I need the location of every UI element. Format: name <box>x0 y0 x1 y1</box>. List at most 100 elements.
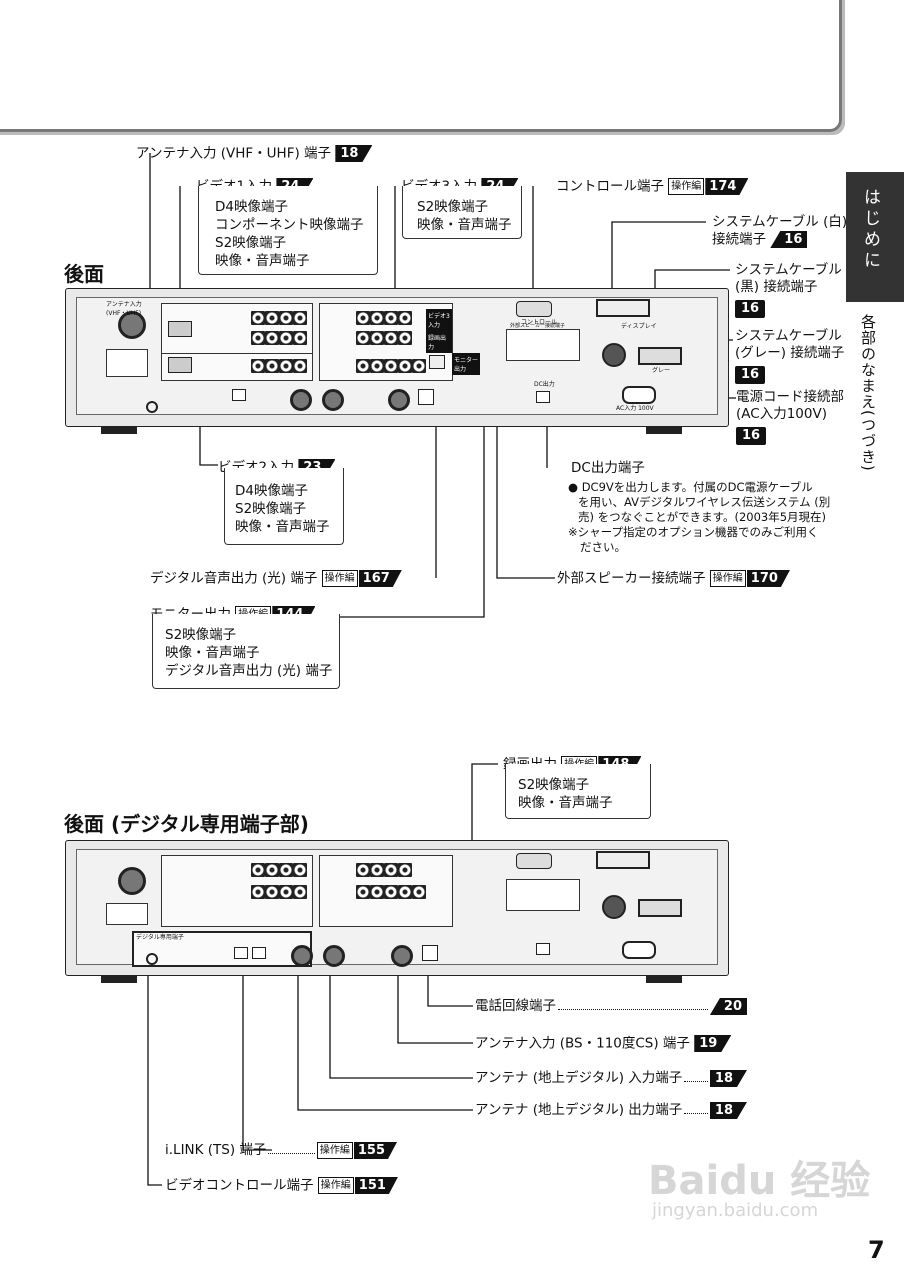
terr-in-port[interactable] <box>322 389 344 411</box>
ilink-port-3[interactable] <box>252 947 266 959</box>
foot-left <box>101 426 137 434</box>
foot-right-2 <box>646 975 682 983</box>
control-port[interactable] <box>516 301 552 317</box>
label-antenna-vhf: アンテナ入力 (VHF・UHF) 端子 18 <box>136 145 372 163</box>
terr-out-port[interactable] <box>290 389 312 411</box>
manual-tag: 操作編 <box>316 1142 353 1159</box>
page-ref: 16 <box>735 366 766 384</box>
manual-tag: 操作編 <box>321 570 358 587</box>
rca-jacks-row-d[interactable] <box>356 885 426 899</box>
bs-cs-port[interactable] <box>388 389 410 411</box>
panel-label-gray: グレー <box>652 367 671 374</box>
video-control-port-2[interactable] <box>146 953 158 965</box>
manual-tag: 操作編 <box>709 570 746 587</box>
antenna-vhf-port-2[interactable] <box>118 867 146 895</box>
dc-out-note: ● DC9Vを出力します。付属のDC電源ケーブル を用い、AVデジタルワイヤレス… <box>568 480 831 554</box>
rca-jacks-row1[interactable] <box>251 311 307 325</box>
manual-tag: 操作編 <box>668 178 705 195</box>
dc-out-port[interactable] <box>536 391 550 403</box>
panel-label-dc-out: DC出力 <box>534 381 555 388</box>
digital-only-block <box>132 931 312 967</box>
rear-panel-digital-device: デジタル専用端子 <box>65 840 729 983</box>
page-ref: 18 <box>710 1102 747 1119</box>
antenna-vhf-port[interactable] <box>118 311 146 339</box>
syscable-black-port-2[interactable] <box>602 895 626 919</box>
label-syscable-white: システムケーブル (白) 接続端子 16 <box>712 214 848 248</box>
rca-jacks-video3-b[interactable] <box>356 331 412 345</box>
rca-jacks-row-b[interactable] <box>251 885 307 899</box>
video1-detail-box: D4映像端子 コンポーネント映像端子 S2映像端子 映像・音声端子 <box>198 186 378 275</box>
bs-cs-port-2[interactable] <box>391 945 413 967</box>
watermark-logo: Baidu 经验 <box>648 1158 871 1204</box>
syscable-gray-port[interactable] <box>638 347 682 365</box>
label-power: 電源コード接続部 (AC入力100V) 16 <box>736 389 844 445</box>
ac-inlet-2[interactable] <box>622 941 656 959</box>
video3-badge: ビデオ3入力 <box>426 309 452 331</box>
phone-port-2[interactable] <box>422 945 438 961</box>
rca-jacks-row-c[interactable] <box>356 863 412 877</box>
rec-out-badge: 録画出力 <box>426 331 452 353</box>
page-ref: 20 <box>709 998 747 1015</box>
monitor-detail-box: S2映像端子 映像・音声端子 デジタル音声出力 (光) 端子 <box>152 614 340 689</box>
panel-label-antenna: アンテナ入力 (VHF・UHF) <box>106 301 142 317</box>
page-ref: 170 <box>747 570 790 587</box>
section-tab-label: はじめに <box>860 188 880 272</box>
video3-detail-box: S2映像端子 映像・音声端子 <box>402 186 522 239</box>
ext-speaker-block-2[interactable] <box>506 879 580 911</box>
page-ref: 167 <box>359 570 402 587</box>
page-ref: 155 <box>354 1142 397 1159</box>
d4-port-2[interactable] <box>168 357 192 373</box>
label-syscable-black: システムケーブル (黒) 接続端子 16 <box>735 262 842 318</box>
section-heading-rear: 後面 <box>64 262 104 286</box>
rca-jacks-video3-a[interactable] <box>356 311 412 325</box>
d4-port-1[interactable] <box>168 321 192 337</box>
page-ref: 16 <box>736 427 767 445</box>
page-ref: 16 <box>770 231 808 248</box>
control-port-2[interactable] <box>516 853 552 869</box>
ilink-port[interactable] <box>232 389 246 401</box>
vent-panel-2 <box>106 903 148 925</box>
ac-inlet[interactable] <box>622 386 656 404</box>
ilink-port-2[interactable] <box>234 947 248 959</box>
panel-label-display: ディスプレイ <box>621 323 657 330</box>
display-port-white-2[interactable] <box>596 851 650 869</box>
page-ref: 151 <box>355 1177 398 1194</box>
video-control-port[interactable] <box>146 401 158 413</box>
label-antenna-bs: アンテナ入力 (BS・110度CS) 端子 19 <box>475 1035 731 1053</box>
rca-jacks-video3-c[interactable] <box>356 359 426 373</box>
label-dc-out: DC出力端子 <box>571 460 645 476</box>
manual-tag: 操作編 <box>317 1177 354 1194</box>
panel-label-digital-only: デジタル専用端子 <box>136 934 184 941</box>
vent-panel <box>106 349 148 377</box>
page-ref: 19 <box>694 1035 731 1052</box>
rec-out-detail-box: S2映像端子 映像・音声端子 <box>505 764 651 819</box>
terr-out-port-2[interactable] <box>291 945 313 967</box>
ext-speaker-block[interactable] <box>506 329 580 361</box>
rca-jacks-row2[interactable] <box>251 331 307 345</box>
page-number: 7 <box>868 1236 885 1264</box>
phone-port[interactable] <box>418 389 434 405</box>
rear-panel-device: アンテナ入力 (VHF・UHF) ビデオ3入力 録画出力 モニター出力 コントロ… <box>65 288 729 434</box>
display-port-white[interactable] <box>596 299 650 317</box>
foot-right <box>646 426 682 434</box>
rca-jacks-row3[interactable] <box>251 359 307 373</box>
page-ref: 174 <box>705 178 748 195</box>
terr-in-port-2[interactable] <box>323 945 345 967</box>
section-tab[interactable] <box>846 172 904 302</box>
dc-out-port-2[interactable] <box>536 943 550 955</box>
panel-label-ac: AC入力 100V <box>616 405 654 412</box>
rca-jacks-row-a[interactable] <box>251 863 307 877</box>
syscable-gray-port-2[interactable] <box>638 899 682 917</box>
monitor-out-badge: モニター出力 <box>452 353 480 375</box>
digital-optical-port[interactable] <box>429 355 445 369</box>
video2-detail-box: D4映像端子 S2映像端子 映像・音声端子 <box>224 468 344 545</box>
section-heading-rear-digital: 後面 (デジタル専用端子部) <box>64 812 309 836</box>
syscable-black-port[interactable] <box>602 343 626 367</box>
foot-left-2 <box>101 975 137 983</box>
